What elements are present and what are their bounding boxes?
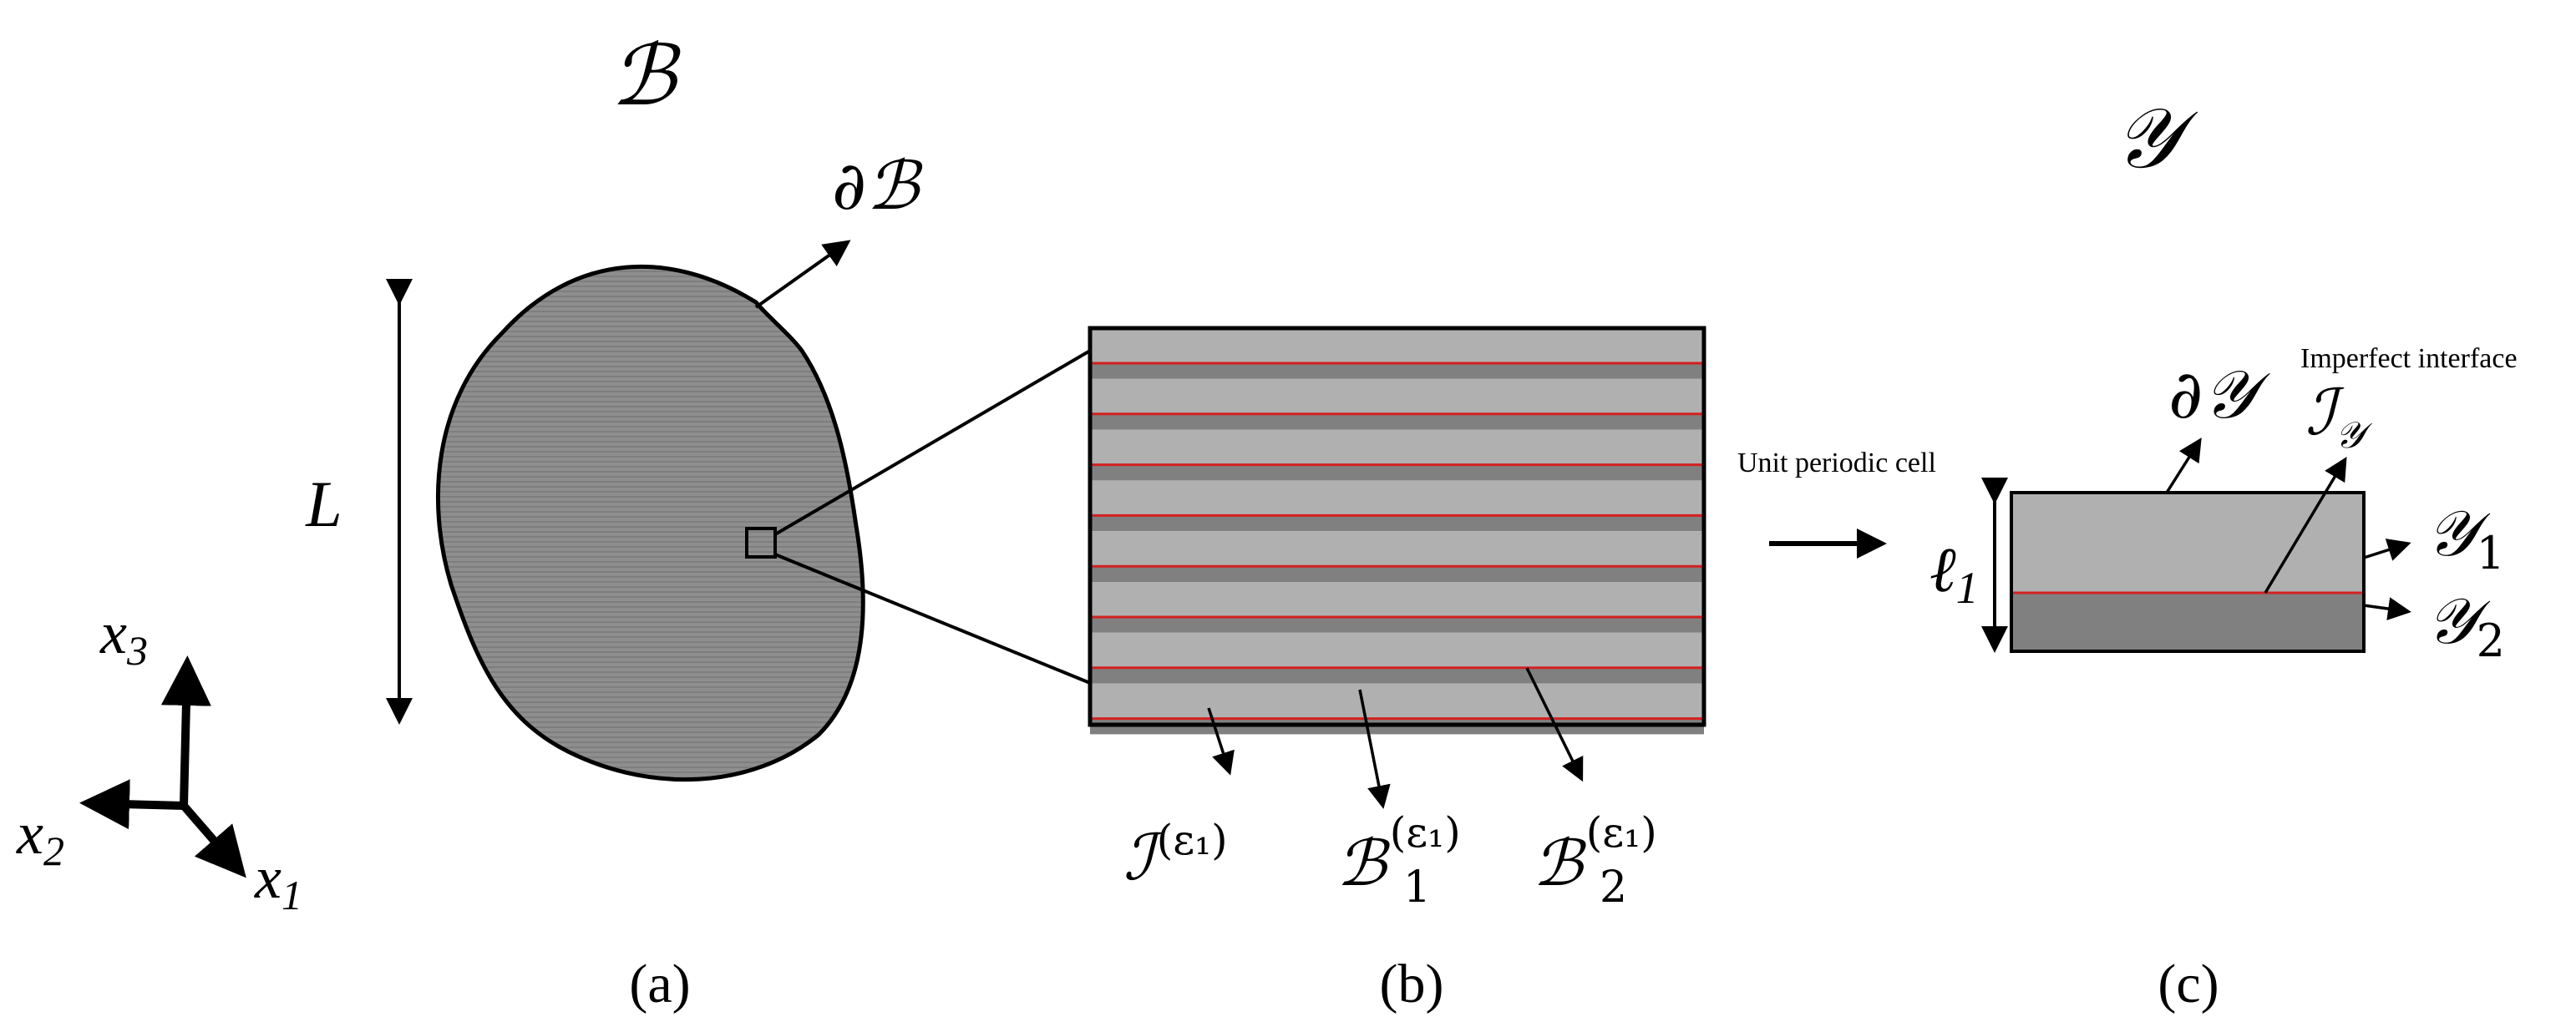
- phase2-subscript: 2: [1600, 863, 1627, 913]
- cell-boundary-symbol: ∂𝒴: [2168, 356, 2270, 433]
- laminate-microstructure: [1090, 328, 1704, 735]
- interface-label: ℐ(ε₁): [1123, 816, 1228, 894]
- laminate-layer-phase2: [1090, 667, 1704, 684]
- cell-phase1: [2011, 493, 2364, 593]
- laminate-layer-phase2: [1090, 515, 1704, 532]
- x1-axis-arrow: [180, 802, 246, 878]
- laminate-layer-phase1: [1090, 632, 1704, 668]
- zoom-line-top: [773, 349, 1092, 536]
- x3-label: x3: [99, 600, 148, 674]
- panel-b: ℐ(ε₁) ℬ(ε₁) 1 ℬ(ε₁) 2 (b): [1088, 326, 1706, 1014]
- cell-phase1-label: 𝒴1: [2426, 496, 2505, 579]
- cell-phase2-label: 𝒴2: [2426, 584, 2505, 667]
- laminate-layer-phase1: [1090, 328, 1704, 363]
- caption-b: (b): [1380, 954, 1444, 1014]
- imperfect-interface-title: Imperfect interface: [2300, 343, 2518, 374]
- laminate-layer-phase2: [1090, 464, 1704, 481]
- cell-border: [2010, 491, 2366, 653]
- laminate-layer-phase2: [1090, 363, 1704, 379]
- caption-a: (a): [629, 954, 690, 1014]
- coordinate-axes: x3 x2 x1: [16, 600, 302, 918]
- body-domain-shape: [435, 264, 865, 782]
- unit-periodic-cell-label: Unit periodic cell: [1737, 448, 1936, 478]
- x2-axis-arrow: [79, 779, 185, 830]
- cell-symbol: 𝒴: [2114, 89, 2198, 187]
- phase1-subscript: 1: [1403, 863, 1431, 913]
- boundary-arrow: [754, 240, 851, 309]
- x1-label: x1: [254, 844, 302, 918]
- zoom-window: [745, 527, 777, 559]
- cell-interface-arrow: [2264, 456, 2347, 594]
- laminate-layer-phase1: [1090, 683, 1704, 719]
- cell-boundary-arrow: [2165, 438, 2202, 493]
- laminate-layer-phase1: [1090, 378, 1704, 414]
- length-label: L: [305, 468, 342, 540]
- laminate-layer-phase1: [1090, 531, 1704, 567]
- cell-phase1-arrow: [2363, 539, 2411, 561]
- panel-a: ℬ ∂ℬ L x3 x2 x1 (a): [16, 27, 1092, 1014]
- panel-c: 𝒴 ℓ1 ∂𝒴 Imperfect interface ℐ𝒴 𝒴1 𝒴2 (c): [1929, 89, 2518, 1014]
- laminate-layer-phase1: [1090, 480, 1704, 516]
- interface-arrow: [1207, 707, 1235, 776]
- x3-axis-arrow: [160, 655, 211, 807]
- cell-phase2-arrow: [2363, 597, 2411, 620]
- phase1-arrow: [1358, 689, 1391, 809]
- cell-height-label: ℓ1: [1929, 535, 1979, 613]
- phase2-label: ℬ(ε₁): [1533, 808, 1657, 900]
- body-symbol: ℬ: [611, 27, 682, 124]
- cell-interface-label: ℐ𝒴: [2305, 375, 2373, 457]
- laminate-layer-phase1: [1090, 429, 1704, 465]
- caption-c: (c): [2158, 954, 2219, 1014]
- laminate-layer-phase1: [1090, 582, 1704, 617]
- zoom-line-bottom: [774, 553, 1091, 685]
- laminate-layer-phase2: [1090, 566, 1704, 582]
- x2-label: x2: [16, 800, 64, 874]
- boundary-symbol: ∂ℬ: [832, 147, 923, 225]
- laminate-layer-phase2: [1090, 413, 1704, 430]
- phase1-label: ℬ(ε₁): [1336, 808, 1461, 900]
- periodic-cell-transition: Unit periodic cell: [1737, 448, 1936, 559]
- cell-phase2: [2011, 593, 2364, 651]
- phase2-arrow: [1525, 667, 1584, 782]
- laminate-layer-phase2: [1090, 617, 1704, 633]
- laminate-border: [1088, 326, 1706, 727]
